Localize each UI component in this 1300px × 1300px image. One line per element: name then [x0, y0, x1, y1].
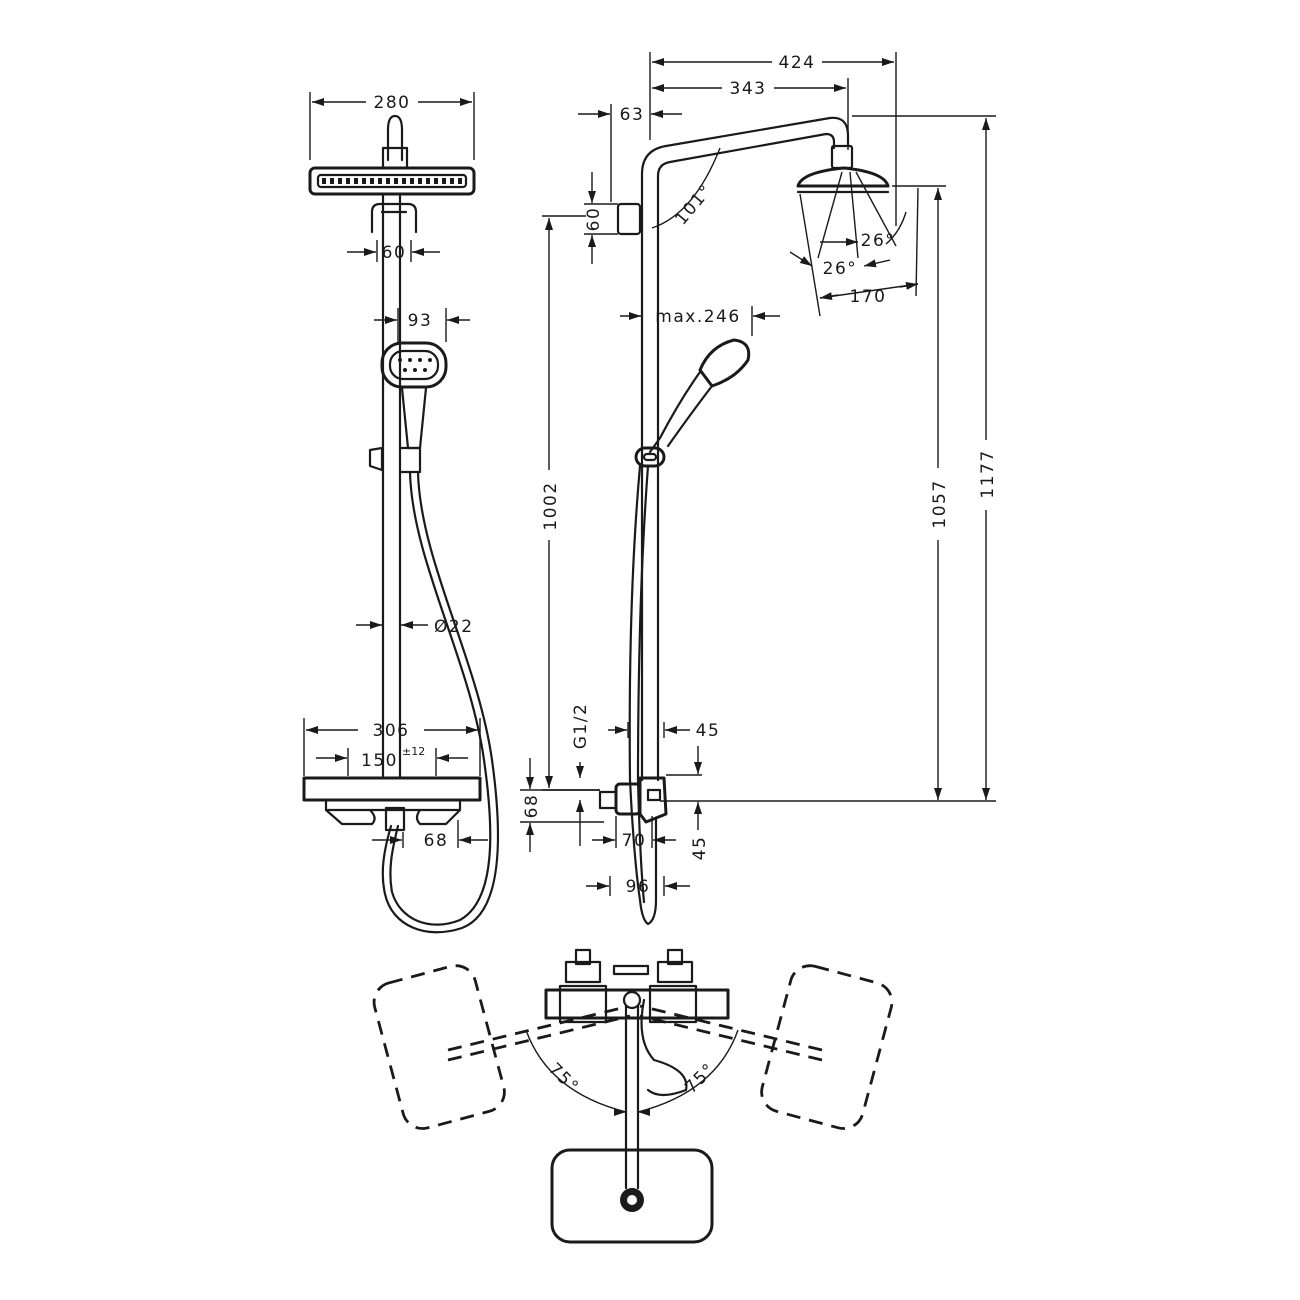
shower-rail-front	[381, 194, 402, 780]
side-view: 424 343 63 60 101° 26° 26° 170	[520, 52, 998, 926]
dim-upper-offset: 45	[696, 721, 721, 741]
dim-arm-angle: 101°	[671, 180, 717, 229]
dim-head-tilt-right: 26°	[861, 231, 896, 251]
dim-head-height: 1057	[930, 479, 950, 528]
dim-side-height: 68	[522, 794, 542, 819]
top-view: 75° 75°	[372, 948, 894, 1244]
hand-shower-front	[380, 341, 448, 450]
thermostat-side	[598, 776, 668, 824]
overhead-shower-front	[308, 114, 476, 196]
dim-outlet-offset: 68	[424, 831, 449, 851]
dim-side-depth: 70	[622, 831, 647, 851]
dim-rail-height: 1002	[541, 481, 561, 530]
dim-side-total-depth: 96	[626, 877, 651, 897]
dim-arm-total-reach: 424	[779, 53, 816, 73]
dim-thread-size: G1/2	[571, 703, 591, 750]
dim-connection-distance: 150	[361, 751, 398, 771]
swivel-position-left	[372, 964, 506, 1130]
dim-lower-offset: 45	[690, 836, 710, 861]
overhead-shower-side	[796, 144, 890, 194]
overhead-shower-top	[550, 1148, 714, 1244]
dim-thermostat-width: 306	[373, 721, 410, 741]
thermostat-top	[544, 948, 730, 1097]
swivel-position-right	[760, 964, 894, 1130]
front-view: 280 60 93 Ø22 306 150 ±12 68	[302, 92, 500, 934]
dim-head-width: 280	[374, 93, 411, 113]
dim-wall-offset: 63	[620, 105, 645, 125]
dim-bracket-height: 60	[584, 207, 604, 232]
dim-rail-diameter: Ø22	[434, 617, 474, 637]
dim-arm-reach: 343	[730, 79, 767, 99]
shower-arm-side	[640, 116, 850, 782]
dim-head-tilt-left: 26°	[823, 259, 858, 279]
dim-total-height: 1177	[978, 449, 998, 498]
hand-shower-side	[648, 338, 751, 454]
dim-handshower-width: 93	[408, 311, 433, 331]
dim-max-projection: max.246	[655, 307, 740, 327]
dim-connection-tolerance: ±12	[402, 745, 425, 758]
dim-holder-width: 60	[382, 243, 407, 263]
dim-head-diameter: 170	[850, 287, 887, 307]
thermostat-front	[302, 776, 482, 832]
